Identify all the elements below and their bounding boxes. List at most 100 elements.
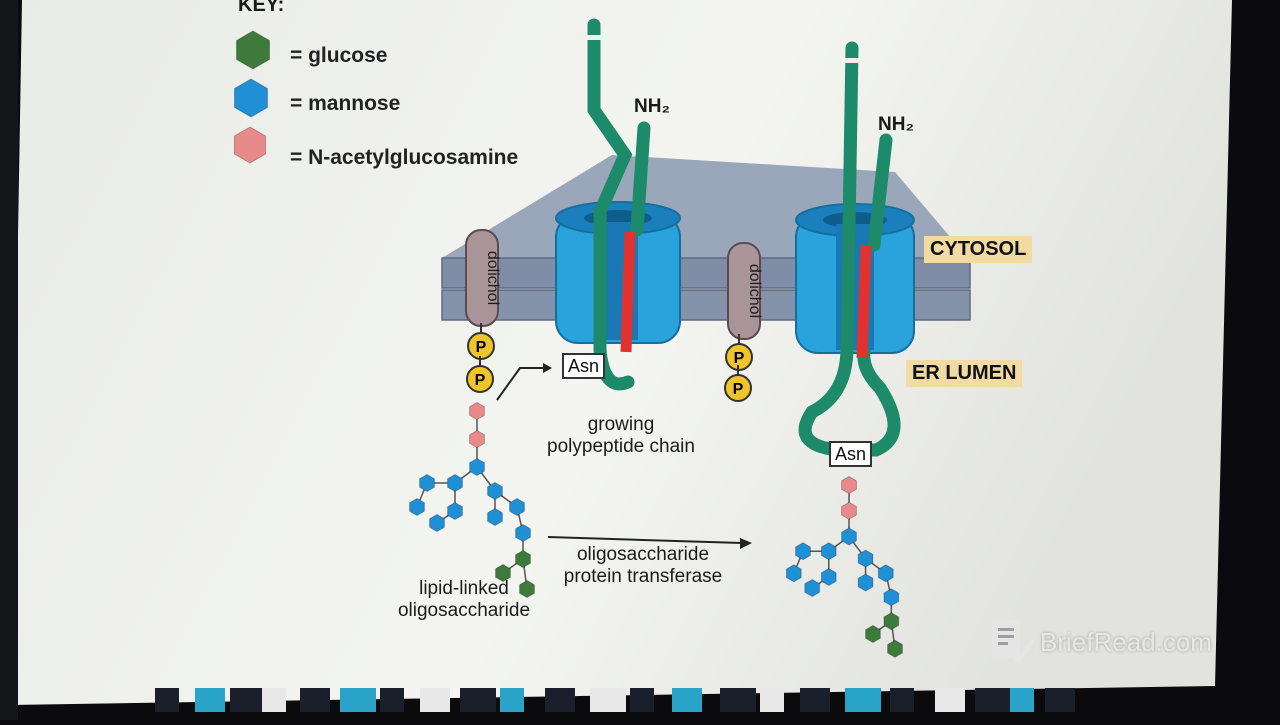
film-strip-block: [300, 688, 330, 712]
film-strip-block: [500, 688, 524, 712]
transferase-caption-line2: protein transferase: [563, 566, 723, 587]
film-strip-block: [720, 688, 756, 712]
protein-linked-oligosaccharide-gnac-hexagon: [841, 501, 857, 520]
key-label-n-acetylglucosamine: = N-acetylglucosamine: [290, 146, 519, 169]
transferase-caption-line1: oligosaccharide: [576, 544, 710, 565]
key-label-mannose: = mannose: [290, 92, 401, 115]
phosphate-2: P: [466, 365, 494, 393]
protein-linked-oligosaccharide-mannose-hexagon: [841, 527, 857, 546]
protein-linked-oligosaccharide-glucose-hexagon: [887, 639, 903, 658]
transferase-caption: oligosaccharide protein transferase: [540, 544, 746, 588]
protein-linked-oligosaccharide-mannose-hexagon: [785, 564, 802, 583]
film-strip-block: [760, 688, 784, 712]
enzyme-reaction-arrow: [547, 536, 743, 544]
key-label-glucose: = glucose: [290, 44, 388, 67]
signal-chain-right: [867, 133, 893, 252]
film-strip-block: [1045, 688, 1075, 712]
film-strip-block: [340, 688, 376, 712]
protein-linked-oligosaccharide-mannose-hexagon: [820, 567, 837, 587]
lipid-linked-oligosaccharide-mannose-hexagon: [509, 497, 525, 517]
dolichol-left-label: dolichol: [484, 251, 501, 305]
signal-sequence-left: [620, 231, 636, 353]
lipid-linked-oligosaccharide-glucose-hexagon: [515, 549, 531, 569]
protein-linked-oligosaccharide-mannose-hexagon: [877, 564, 894, 583]
protein-linked-oligosaccharide-gnac-hexagon: [841, 475, 857, 495]
paper-page: [10, 0, 1232, 705]
film-strip-block: [380, 688, 404, 712]
phosphate-label: P: [733, 381, 744, 398]
enzyme-reaction-arrowhead: [740, 538, 752, 549]
asn-residue-left: Asn: [562, 353, 606, 379]
growing-caption-line2: polypeptide chain: [547, 436, 695, 457]
lipid-linked-oligosaccharide-gnac-hexagon: [469, 401, 485, 421]
film-strip-block: [800, 688, 830, 712]
dolichol-right: dolichol: [727, 242, 763, 340]
oligosaccharide-trees: [409, 401, 903, 658]
protein-linked-oligosaccharide-glucose-hexagon: [865, 624, 881, 644]
protein-linked-oligosaccharide-tree: [785, 475, 903, 658]
film-strip-block: [195, 688, 225, 712]
lipid-linked-oligosaccharide-mannose-hexagon: [447, 501, 463, 521]
film-strip-block: [262, 688, 286, 712]
film-strip-block: [230, 688, 266, 712]
lipid-linked-oligosaccharide-mannose-hexagon: [487, 481, 503, 501]
chain-break-mark-right: [843, 58, 861, 63]
lipid-caption-line2: oligosaccharide: [397, 600, 531, 621]
document-check-icon: [992, 620, 1034, 664]
film-strip-block: [672, 688, 702, 712]
glucose-hexagon-icon: [236, 30, 270, 70]
protein-linked-oligosaccharide-mannose-hexagon: [857, 573, 874, 592]
phosphate-label: P: [475, 372, 486, 389]
film-strip-block: [420, 688, 450, 712]
dolichol-right-label: dolichol: [746, 264, 763, 318]
lipid-linked-caption: lipid-linked oligosaccharide: [376, 578, 552, 622]
protein-linked-oligosaccharide-mannose-hexagon: [795, 542, 811, 561]
cytosol-label: CYTOSOL: [924, 236, 1033, 263]
protein-linked-oligosaccharide-glucose-hexagon: [883, 612, 900, 631]
lipid-linked-oligosaccharide-mannose-hexagon: [419, 473, 435, 493]
transfer-pointer-arrow: [496, 367, 548, 401]
film-strip-block: [590, 688, 626, 712]
watermark: BriefRead.com: [990, 618, 1212, 666]
er-lumen-label: ER LUMEN: [906, 360, 1023, 387]
film-strip-block: [630, 688, 654, 712]
translocon-left: [555, 201, 681, 344]
growing-caption-line1: growing: [587, 414, 655, 435]
film-strip-block: [460, 688, 496, 712]
protein-linked-oligosaccharide-mannose-hexagon: [857, 549, 874, 568]
phosphate-4: P: [724, 374, 752, 402]
growing-polypeptide-caption: growing polypeptide chain: [526, 414, 716, 458]
signal-chain-left: [630, 121, 651, 237]
lipid-linked-oligosaccharide-mannose-hexagon: [447, 473, 463, 493]
lipid-linked-oligosaccharide-glucose-hexagon: [519, 579, 535, 599]
lipid-linked-oligosaccharide-gnac-hexagon: [469, 429, 485, 449]
asn-residue-right: Asn: [829, 441, 873, 467]
bottom-film-strip: [155, 688, 1075, 712]
signal-sequence-right: [856, 244, 872, 359]
protein-linked-oligosaccharide-mannose-hexagon: [804, 578, 821, 598]
mannose-hexagon-icon: [234, 78, 268, 118]
film-strip-block: [890, 688, 914, 712]
n-acetylglucosamine-hexagon-icon: [233, 126, 267, 164]
lipid-caption-line1: lipid-linked: [419, 578, 509, 599]
protein-linked-oligosaccharide-mannose-hexagon: [883, 588, 900, 607]
dolichol-left: dolichol: [465, 229, 501, 327]
transfer-pointer-arrowhead: [543, 363, 552, 373]
phosphate-label: P: [734, 350, 745, 367]
film-strip-block: [975, 688, 1011, 712]
lipid-linked-oligosaccharide-mannose-hexagon: [429, 513, 445, 533]
film-strip-block: [935, 688, 965, 712]
left-dark-edge: [0, 0, 18, 720]
film-strip-block: [545, 688, 575, 712]
lipid-linked-oligosaccharide-mannose-hexagon: [409, 497, 425, 517]
key-title: KEY:: [238, 0, 285, 16]
lipid-linked-oligosaccharide-mannose-hexagon: [487, 507, 503, 527]
film-strip-block: [155, 688, 179, 712]
protein-linked-oligosaccharide-mannose-hexagon: [820, 542, 837, 561]
lipid-linked-oligosaccharide-tree: [409, 401, 535, 599]
key-swatches: [233, 30, 270, 164]
film-strip-block: [1010, 688, 1034, 712]
nh2-label-right: NH₂: [878, 114, 914, 135]
